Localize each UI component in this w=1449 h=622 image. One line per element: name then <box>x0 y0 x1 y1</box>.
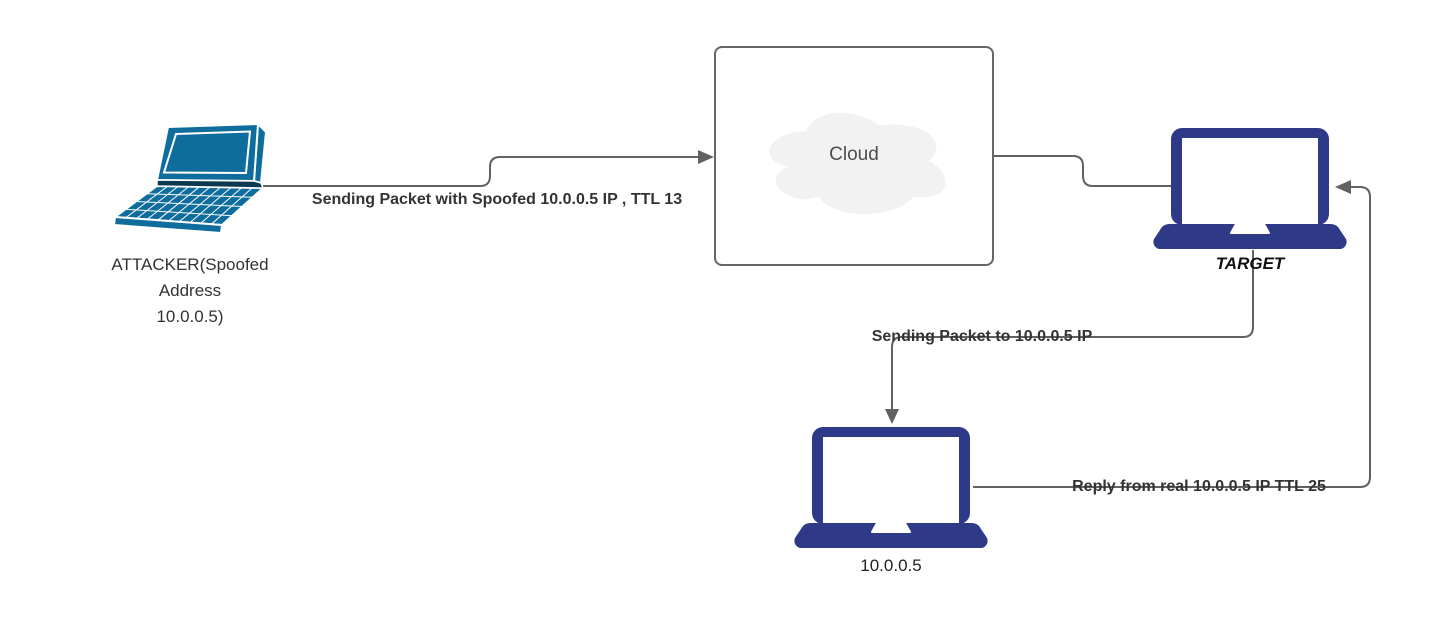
attacker-label-line: 10.0.0.5) <box>156 307 224 326</box>
edge-label-real-host-to-target: Reply from real 10.0.0.5 IP TTL 25 <box>1072 478 1326 495</box>
cloud-icon <box>769 112 946 215</box>
arrowhead-attacker-to-cloud <box>698 150 714 164</box>
arrowhead-real-host-to-target <box>1335 180 1351 194</box>
arrowhead-target-to-real-host <box>885 409 899 424</box>
real-host-label: 10.0.0.5 <box>860 556 922 575</box>
node-target <box>1152 128 1348 250</box>
cloud-label: Cloud <box>829 144 879 165</box>
node-cloud: Cloud <box>714 46 994 266</box>
real-host-laptop-icon <box>794 427 988 548</box>
attacker-laptop-icon <box>113 123 267 234</box>
edge-cloud-to-target <box>994 155 1171 187</box>
node-attacker <box>112 122 267 234</box>
edge-label-attacker-to-cloud: Sending Packet with Spoofed 10.0.0.5 IP … <box>311 191 683 208</box>
target-label: TARGET <box>1215 254 1285 273</box>
edge-target-to-real-host <box>891 250 1254 409</box>
node-real-host <box>793 427 989 549</box>
edge-real-host-to-target <box>973 186 1371 488</box>
target-laptop-icon <box>1153 128 1347 249</box>
attacker-label-line: Address <box>158 281 222 300</box>
edge-attacker-to-cloud <box>263 156 698 187</box>
attacker-label-line: ATTACKER(Spoofed <box>111 255 269 274</box>
edge-label-target-to-real-host: Sending Packet to 10.0.0.5 IP <box>871 328 1093 345</box>
attacker-label: ATTACKER(Spoofed Address 10.0.0.5) <box>80 252 300 330</box>
